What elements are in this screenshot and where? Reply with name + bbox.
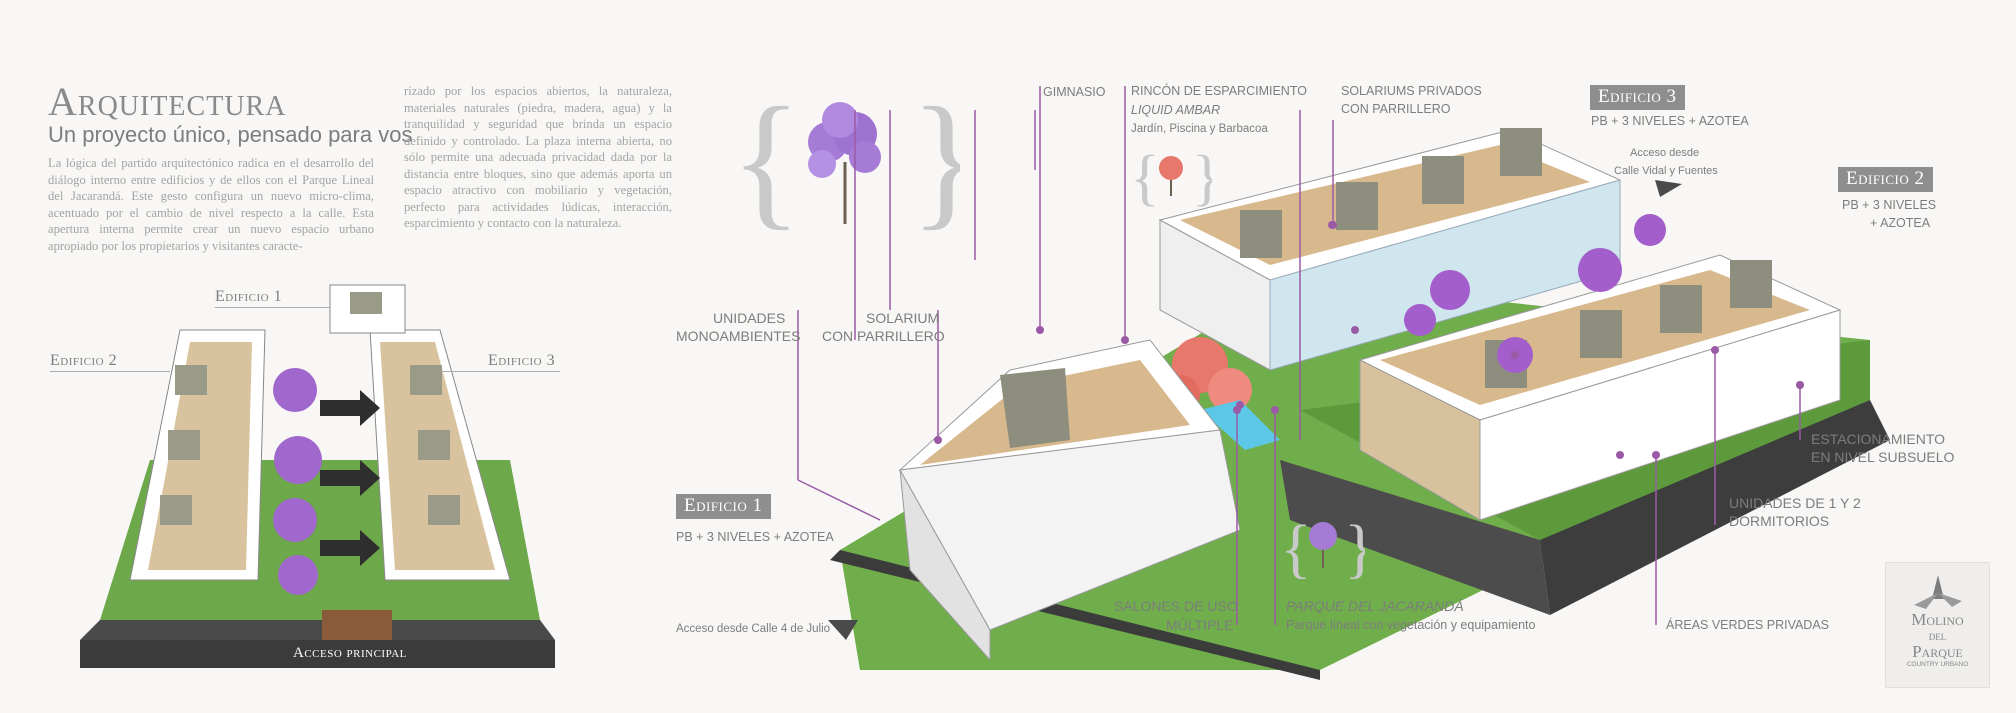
label-estacionamiento-2: EN NIVEL SUBSUELO (1811, 449, 1955, 465)
svg-text:{: { (1280, 512, 1312, 583)
label-edif3-desc: PB + 3 NIVELES + AZOTEA (1591, 114, 1749, 128)
edificio1-leader (215, 307, 330, 308)
label-acceso-vidal-1: Acceso desde (1630, 147, 1700, 159)
jacaranda-small-illustration: { } (1280, 512, 1365, 583)
svg-text:{: { (1130, 144, 1160, 210)
label-edif2-desc-2: + AZOTEA (1870, 216, 1931, 230)
label-acceso-julio: Acceso desde Calle 4 de Julio (676, 623, 831, 635)
badge-edificio3: Edificio 3 (1590, 85, 1685, 110)
label-solarium-2: CON PARRILLERO (822, 328, 945, 344)
red-tree-illustration: { } (1130, 144, 1212, 210)
edificio2-leader (50, 371, 170, 372)
badge-edificio1: Edificio 1 (676, 494, 771, 519)
acceso-principal-label: Acceso principal (293, 645, 407, 661)
label-jardin: Jardín, Piscina y Barbacoa (1131, 123, 1268, 135)
svg-text:{: { (730, 82, 802, 242)
svg-text:}: } (1192, 144, 1212, 210)
page-subtitle: Un proyecto único, pensado para vos (48, 122, 413, 147)
label-solarium-1: SOLARIUM (866, 310, 940, 326)
edificio3-leader (440, 371, 560, 372)
label-unidades12-1: UNIDADES DE 1 Y 2 (1729, 495, 1861, 511)
page-title: Arquitectura (48, 79, 287, 124)
jacaranda-tree-illustration: { } (730, 82, 960, 242)
label-areas-verdes: ÁREAS VERDES PRIVADAS (1666, 618, 1830, 632)
label-edif2-desc-1: PB + 3 NIVELES (1842, 198, 1937, 212)
label-edif1-desc: PB + 3 NIVELES + AZOTEA (676, 530, 834, 544)
badge-edificio2: Edificio 2 (1838, 167, 1933, 192)
label-solariums-1: SOLARIUMS PRIVADOS (1341, 84, 1482, 98)
label-liquid-ambar: LIQUID AMBAR (1131, 103, 1221, 117)
label-unidades12-2: DORMITORIOS (1729, 513, 1830, 529)
label-salones-1: SALONES DE USO (1114, 598, 1238, 614)
label-gimnasio: GIMNASIO (1043, 85, 1106, 99)
logo-line1: Molino (1911, 610, 1964, 629)
site-plan-illustration (80, 284, 555, 668)
label-unidades-mono-2: MONOAMBIENTES (676, 328, 801, 344)
label-rincon: RINCÓN DE ESPARCIMIENTO (1131, 84, 1307, 98)
windmill-icon (1914, 575, 1962, 609)
logo-line3: Parque (1912, 642, 1963, 661)
site-edificio1-label: Edificio 1 (215, 288, 283, 305)
label-acceso-vidal-2: Calle Vidal y Fuentes (1614, 165, 1718, 177)
logo-line4: COUNTRY URBANO (1906, 661, 1969, 668)
site-edificio3-label: Edificio 3 (488, 352, 556, 369)
main-isometric-illustration (830, 110, 1890, 680)
logo-molino-del-parque: Molino del Parque COUNTRY URBANO (1885, 562, 1990, 688)
label-unidades-mono-1: UNIDADES (713, 310, 786, 326)
svg-text:}: } (910, 82, 960, 242)
site-edificio2-label: Edificio 2 (50, 352, 118, 369)
label-solariums-2: CON PARRILLERO (1341, 102, 1451, 116)
svg-text:}: } (1344, 512, 1365, 583)
label-parque-desc: Parque líneal con vegetación y equipamie… (1286, 618, 1536, 632)
body-text-col2: rizado por los espacios abiertos, la nat… (404, 84, 672, 230)
logo-line2: del (1928, 628, 1947, 643)
label-salones-2: MÚLTIPLE (1166, 617, 1234, 633)
body-text-col1: La lógica del partido arquitectónico rad… (48, 156, 374, 253)
label-parque: PARQUE DEL JACARANDÁ (1286, 598, 1464, 614)
label-estacionamiento-1: ESTACIONAMIENTO (1811, 431, 1946, 447)
